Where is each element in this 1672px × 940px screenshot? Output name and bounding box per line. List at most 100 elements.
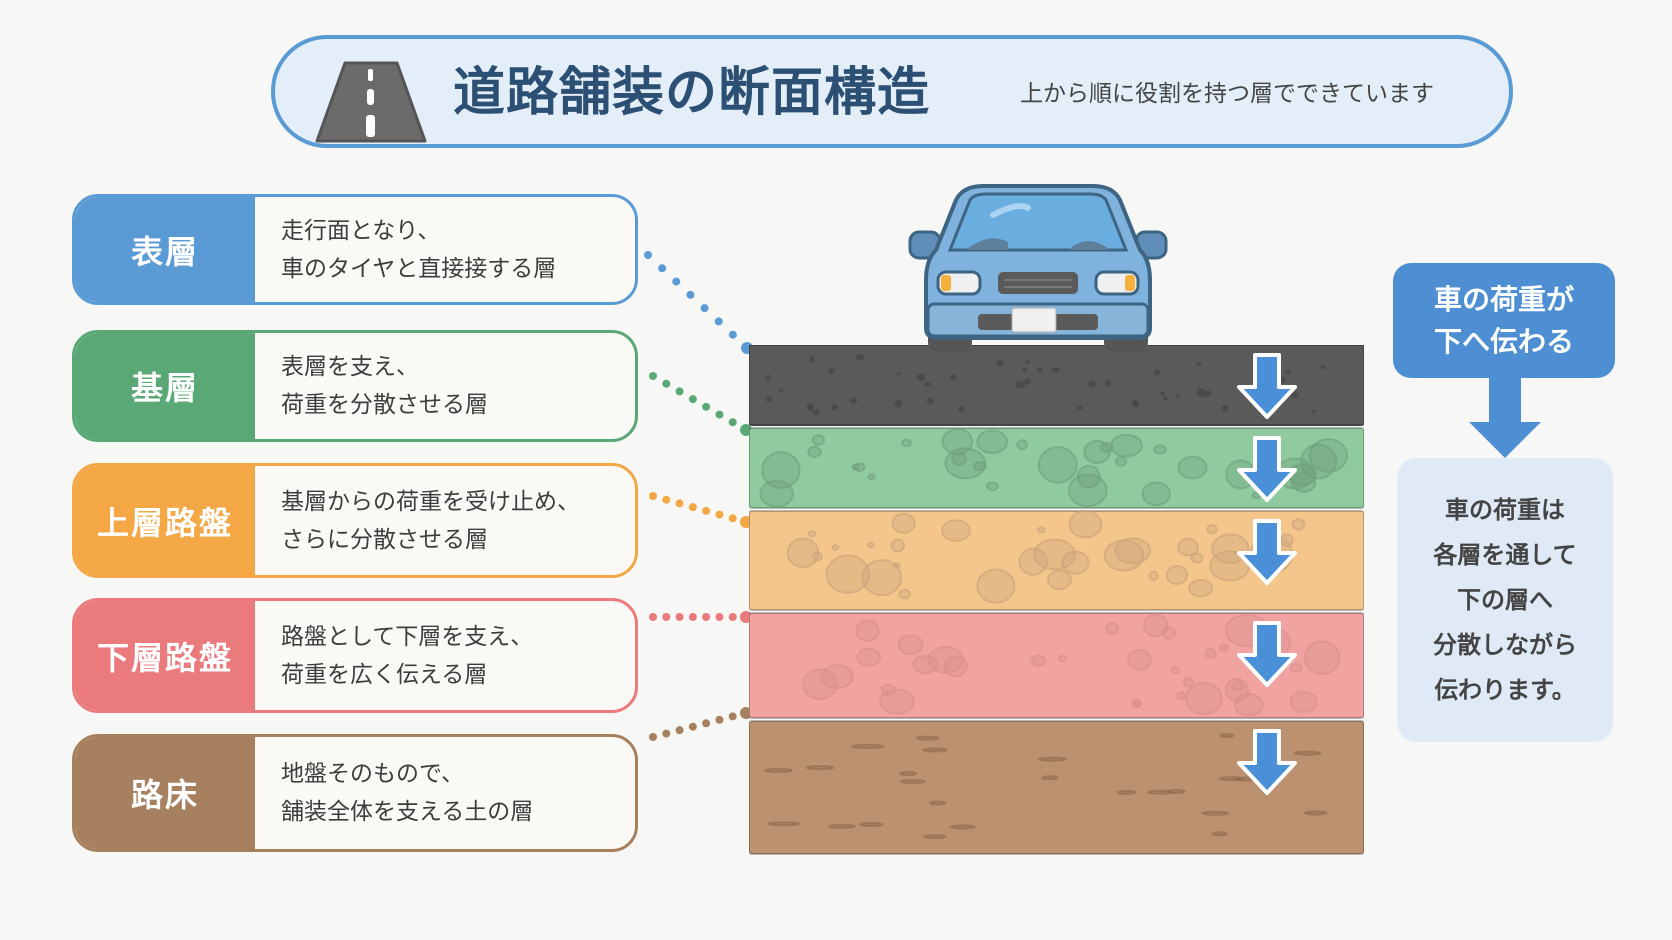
layer-description-line: 荷重を分散させる層 xyxy=(281,392,488,418)
aggregate-stone xyxy=(1320,365,1326,370)
aggregate-stone xyxy=(820,664,854,689)
aggregate-stone xyxy=(1153,444,1167,455)
layer-name: 路床 xyxy=(75,737,255,849)
aggregate-stone xyxy=(1083,440,1112,465)
aggregate-stone xyxy=(1116,789,1137,795)
connector-dot xyxy=(715,715,724,724)
aggregate-stone xyxy=(1051,367,1060,374)
layer-card: 基層表層を支え、荷重を分散させる層 xyxy=(72,330,638,442)
road-icon xyxy=(315,61,427,143)
aggregate-stone xyxy=(765,374,771,380)
aggregate-stone xyxy=(976,429,1009,455)
aggregate-stone xyxy=(1162,626,1177,640)
aggregate-stone xyxy=(943,655,968,678)
aggregate-stone xyxy=(950,824,976,830)
layer-description: 走行面となり、車のタイヤと直接接する層 xyxy=(255,197,635,302)
load-explanation-line: 各層を通して xyxy=(1433,540,1577,569)
aggregate-stone xyxy=(892,562,901,569)
aggregate-stone xyxy=(1033,538,1076,571)
aggregate-stone xyxy=(828,823,857,829)
page-subtitle: 上から順に役割を持つ層でできています xyxy=(1020,81,1434,107)
aggregate-stone xyxy=(1289,662,1303,674)
aggregate-stone xyxy=(855,353,865,361)
load-explanation-line: 伝わります。 xyxy=(1434,675,1576,704)
aggregate-stone xyxy=(1016,439,1028,451)
aggregate-stone xyxy=(811,434,826,446)
aggregate-stone xyxy=(856,647,882,667)
layer-band xyxy=(749,345,1364,426)
aggregate-stone xyxy=(927,646,965,674)
aggregate-stone xyxy=(812,551,823,562)
aggregate-stone xyxy=(1177,537,1200,557)
aggregate-stone xyxy=(923,834,947,840)
layer-description-line: さらに分散させる層 xyxy=(281,526,488,553)
connector-dot xyxy=(728,712,737,721)
aggregate-stone xyxy=(828,367,836,374)
aggregate-stone xyxy=(1114,456,1128,467)
layer-description: 基層からの荷重を受け止め、さらに分散させる層 xyxy=(255,466,635,575)
aggregate-stone xyxy=(855,619,880,642)
layer-description-line: 舗装全体を支える土の層 xyxy=(281,799,534,825)
connector-dot xyxy=(675,613,684,621)
aggregate-stone xyxy=(1147,789,1173,795)
aggregate-stone xyxy=(1176,691,1187,701)
layer-name: 基層 xyxy=(75,333,255,439)
aggregate-stone xyxy=(830,404,838,411)
aggregate-stone xyxy=(1170,666,1181,675)
aggregate-stone xyxy=(1303,810,1328,816)
aggregate-stone xyxy=(1037,756,1068,762)
aggregate-stone xyxy=(1291,518,1306,531)
connector-dot xyxy=(662,613,671,621)
aggregate-stone xyxy=(1103,539,1145,572)
load-explanation-line: 車の荷重は xyxy=(1445,495,1565,524)
layer-card: 表層走行面となり、車のタイヤと直接接する層 xyxy=(72,194,638,305)
connector-dot xyxy=(675,726,684,735)
aggregate-stone xyxy=(1231,680,1245,691)
aggregate-stone xyxy=(1310,409,1316,414)
aggregate-stone xyxy=(1182,676,1194,688)
aggregate-stone xyxy=(944,447,987,480)
aggregate-stone xyxy=(861,559,903,597)
aggregate-stone xyxy=(951,451,968,466)
aggregate-stone xyxy=(767,821,801,827)
aggregate-stone xyxy=(1218,643,1229,652)
aggregate-stone xyxy=(825,554,871,594)
connector-dot xyxy=(728,330,737,339)
layer-description-line: 荷重を広く伝える層 xyxy=(281,661,488,688)
aggregate-stone xyxy=(1104,380,1112,387)
aggregate-stone xyxy=(897,634,924,656)
aggregate-stone xyxy=(1109,433,1143,458)
aggregate-stone xyxy=(1114,537,1152,565)
aggregate-stone xyxy=(1221,405,1229,412)
aggregate-stone xyxy=(1195,362,1202,367)
aggregate-stone xyxy=(1196,388,1207,398)
aggregate-stone xyxy=(1068,509,1103,539)
aggregate-stone xyxy=(1290,471,1317,493)
aggregate-stone xyxy=(807,406,814,412)
aggregate-stone xyxy=(929,800,947,806)
aggregate-stone xyxy=(1131,698,1142,709)
connector-dot xyxy=(700,304,709,313)
page-title: 道路舗装の断面構造 xyxy=(453,63,931,123)
aggregate-stone xyxy=(891,512,916,534)
load-callout-line2: 下へ伝わる xyxy=(1433,324,1574,358)
aggregate-stone xyxy=(916,373,925,381)
aggregate-stone xyxy=(850,397,858,404)
aggregate-stone xyxy=(1308,438,1349,473)
aggregate-stone xyxy=(941,427,974,456)
aggregate-stone xyxy=(1188,578,1214,598)
connector-dot xyxy=(649,492,657,500)
aggregate-stone xyxy=(1141,481,1171,507)
layer-band xyxy=(749,612,1364,719)
aggregate-stone xyxy=(894,399,903,408)
aggregate-stone xyxy=(915,735,940,741)
layer-description: 地盤そのもので、舗装全体を支える土の層 xyxy=(255,737,635,849)
aggregate-stone xyxy=(1184,681,1223,716)
connector-dot xyxy=(702,719,711,728)
aggregate-stone xyxy=(1131,399,1140,408)
aggregate-stone xyxy=(1061,550,1090,575)
arrow-down-icon xyxy=(1237,436,1297,502)
aggregate-stone xyxy=(851,744,885,750)
aggregate-stone xyxy=(812,409,821,416)
aggregate-stone xyxy=(1165,565,1189,586)
